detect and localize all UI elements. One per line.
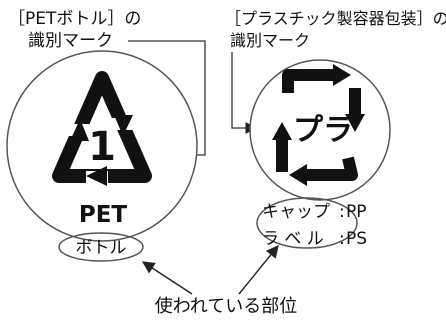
pet-caption-line1: ［PETボトル］の — [8, 9, 141, 29]
pet-mark-code: PET — [79, 202, 128, 228]
usage-part-caption: 使われている部位 — [155, 296, 298, 317]
pet-caption-line2: 識別マーク — [28, 31, 113, 51]
pla-caption-line2: 識別マーク — [230, 31, 310, 50]
pet-part-label: ボトル — [76, 238, 127, 258]
pla-recycling-mark: プラ キャップ : PP ラ ベ ル : PS — [249, 59, 391, 249]
pla-caption-leader — [231, 52, 258, 134]
pet-recycling-mark: 1 PET ボトル — [6, 50, 198, 262]
pla-part-material-2: PS — [346, 229, 367, 249]
pet-recycling-triangle-icon — [52, 71, 152, 186]
pla-part-material-1: PP — [346, 202, 367, 222]
pet-mark-circle — [6, 50, 198, 242]
pla-recycling-arrows-icon — [272, 64, 365, 186]
pla-part-colon-2: : — [339, 229, 345, 249]
pla-part-name-1: キャップ — [262, 202, 330, 222]
pet-part-ellipse — [58, 232, 144, 262]
pla-caption-line1: ［プラスチック製容器包装］の — [225, 9, 446, 28]
pla-part-ellipse — [256, 197, 358, 249]
pla-mark-text: プラ — [293, 113, 353, 148]
pet-mark-number: 1 — [88, 124, 116, 170]
pla-part-name-2: ラ ベ ル — [262, 229, 324, 249]
pla-part-colon-1: : — [339, 202, 345, 222]
pla-part-arrow — [238, 245, 279, 295]
pet-part-arrow — [141, 261, 193, 295]
